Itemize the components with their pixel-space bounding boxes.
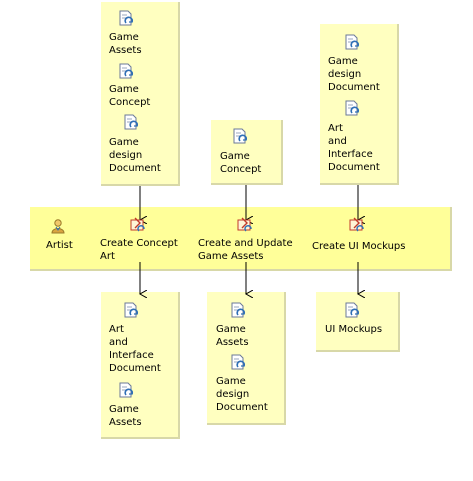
input-box-ui-mockups (320, 24, 399, 185)
input-artifact-label: Game Concept (109, 84, 151, 108)
task-label[interactable]: Create UI Mockups (312, 241, 406, 252)
input-box-concept-art (101, 2, 180, 186)
document-icon (118, 10, 134, 26)
document-icon (344, 100, 360, 116)
output-artifact-label: Game design Document (216, 376, 268, 413)
output-artifact-label: Game Assets (109, 404, 142, 428)
document-icon (118, 382, 134, 398)
document-icon (118, 63, 134, 79)
output-box-game-assets (207, 292, 286, 425)
output-artifact-label: Game Assets (216, 324, 249, 348)
role-label: Artist (46, 240, 73, 251)
document-icon (232, 128, 248, 144)
input-artifact-label: Game Concept (220, 151, 262, 175)
output-artifact-label: UI Mockups (325, 324, 383, 335)
task-icon (130, 217, 146, 233)
input-box-game-assets (211, 120, 283, 185)
input-artifact-label: Game Assets (109, 32, 142, 56)
swimlane (30, 207, 452, 271)
task-icon (349, 217, 365, 233)
task-label[interactable]: Create Concept Art (100, 238, 178, 262)
output-box-concept-art (101, 292, 180, 439)
document-icon (344, 302, 360, 318)
role-icon (50, 218, 66, 234)
input-artifact-label: Art and Interface Document (328, 123, 380, 173)
task-icon (237, 217, 253, 233)
document-icon (123, 114, 139, 130)
document-icon (230, 354, 246, 370)
task-label[interactable]: Create and Update Game Assets (198, 238, 293, 262)
document-icon (123, 302, 139, 318)
input-artifact-label: Game design Document (109, 137, 161, 174)
document-icon (344, 34, 360, 50)
input-artifact-label: Game design Document (328, 56, 380, 93)
output-box-ui-mockups (316, 292, 400, 352)
output-artifact-label: Art and Interface Document (109, 324, 161, 374)
document-icon (230, 302, 246, 318)
